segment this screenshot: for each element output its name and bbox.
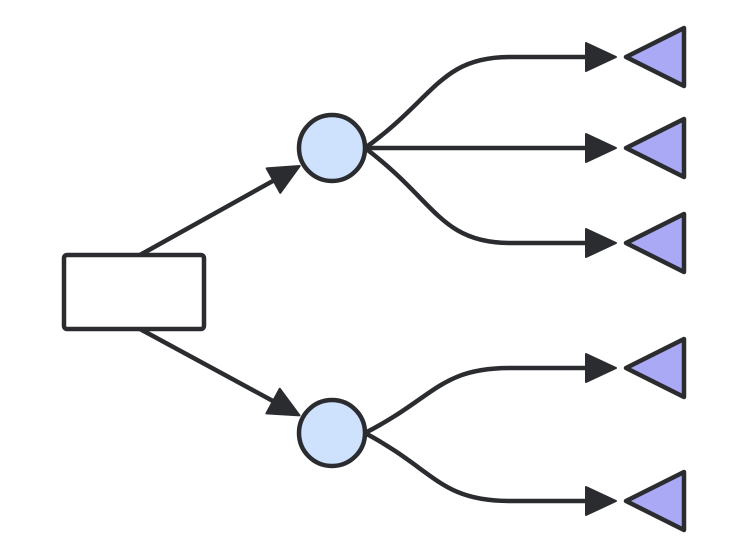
terminal-node-terminal-1 bbox=[623, 25, 687, 89]
edge-chance-2-to-terminal-5 bbox=[362, 430, 593, 504]
arrowhead-chance-1-to-terminal-3 bbox=[585, 228, 617, 258]
chance-node-chance-2 bbox=[296, 397, 368, 469]
arrowhead-chance-2-to-terminal-5 bbox=[585, 486, 617, 516]
terminal-node-terminal-5 bbox=[623, 469, 687, 533]
terminal-node-terminal-2 bbox=[623, 116, 687, 180]
edges-layer bbox=[137, 42, 617, 516]
arrowhead-chance-1-to-terminal-1 bbox=[585, 42, 617, 72]
terminal-node-terminal-3 bbox=[623, 211, 687, 275]
edge-decision-to-chance-2 bbox=[137, 326, 279, 406]
nodes-layer bbox=[61, 25, 687, 533]
terminal-node-terminal-4 bbox=[623, 336, 687, 400]
arrowhead-chance-2-to-terminal-4 bbox=[585, 353, 617, 383]
arrowhead-decision-to-chance-1 bbox=[265, 165, 301, 194]
edge-chance-1-to-terminal-3 bbox=[362, 145, 593, 246]
arrowhead-chance-1-to-terminal-2 bbox=[585, 133, 617, 163]
edge-decision-to-chance-1 bbox=[137, 176, 280, 258]
edge-chance-1-to-terminal-1 bbox=[362, 54, 593, 151]
arrowhead-decision-to-chance-2 bbox=[265, 387, 301, 417]
chance-node-chance-1 bbox=[296, 112, 368, 184]
decision-node-decision bbox=[61, 252, 207, 332]
edge-chance-2-to-terminal-4 bbox=[362, 365, 593, 436]
